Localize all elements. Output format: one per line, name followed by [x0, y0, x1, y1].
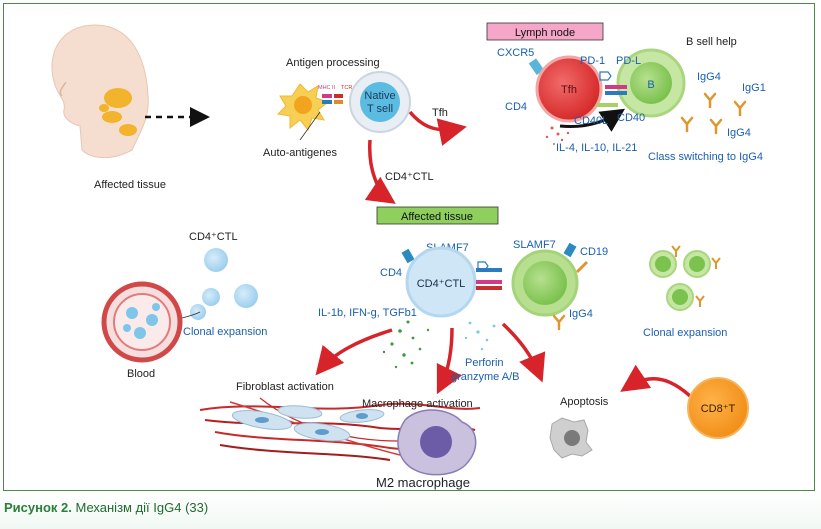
cd8-t-cell — [687, 377, 749, 439]
tfh-cell-label: Tfh — [561, 84, 577, 96]
antigen-processing-label: Antigen processing — [286, 57, 380, 69]
caption-text: Механізм дії IgG4 (33) — [71, 500, 209, 515]
auto-antigenes-label: Auto-antigenes — [263, 147, 337, 159]
blood-vessel-icon — [101, 281, 183, 363]
figure-caption: Рисунок 2. Механізм дії IgG4 (33) — [4, 500, 208, 515]
arrow-to-apoptosis — [501, 322, 546, 383]
igg4-mid-antibody-icon — [552, 314, 566, 331]
head-illustration — [51, 24, 149, 158]
affected-tissue-banner-label: Affected tissue — [401, 211, 473, 223]
cd4-top-label: CD4 — [505, 101, 527, 113]
m2-macrophage-label: M2 macrophage — [376, 475, 470, 490]
native-t-cell: Native T sell — [349, 71, 411, 133]
cxcr5-label: CXCR5 — [497, 47, 534, 59]
cd8-t-cell-label: CD8⁺T — [701, 403, 736, 415]
cd40-label: CD40 — [617, 112, 645, 124]
clonal-expansion-left-label: Clonal expansion — [183, 326, 267, 338]
tcr-label: TCR — [341, 85, 352, 91]
cd4ctl-arrow-label: CD4⁺CTL — [385, 171, 434, 183]
igg4-label-b: IgG4 — [727, 127, 751, 139]
tfh-cell — [535, 55, 603, 123]
cd19-label: CD19 — [580, 246, 608, 258]
cd40l-label: CD40L — [574, 115, 608, 127]
apoptotic-cell-icon — [549, 417, 593, 459]
apoptosis-label: Apoptosis — [560, 396, 609, 408]
b-cell-help-label: B sell help — [686, 36, 737, 48]
receptor-marks — [401, 242, 589, 274]
fibroblast-activation-label: Fibroblast activation — [236, 381, 334, 393]
cd4ctl-cell — [405, 246, 477, 318]
affected-tissue-label: Affected tissue — [94, 179, 166, 191]
pdl-label: PD-L — [616, 55, 641, 67]
pd1-label: PD-1 — [580, 55, 605, 67]
arrow-to-fibroblast — [315, 328, 393, 376]
cd4ctl-blood-label: CD4⁺CTL — [189, 231, 238, 243]
igg1-label: IgG1 — [742, 82, 766, 94]
arrow-cd8-to-apoptosis — [620, 364, 692, 398]
interleukins-label: IL-4, IL-10, IL-21 — [556, 142, 637, 154]
cytokine-dots — [545, 126, 570, 145]
salivary-gland-icon — [104, 88, 132, 108]
tfh-arrow-label: Tfh — [432, 107, 448, 119]
lymph-node-banner — [486, 22, 604, 41]
ctl-clones — [190, 248, 258, 320]
cytokines-label: IL-1b, IFN-g, TGFb1 — [318, 307, 417, 319]
slamf7-label-b: SLAMF7 — [513, 239, 556, 251]
macrophage-activation-label: Macrophage activation — [362, 398, 473, 410]
perforin-line1: Perforin — [465, 357, 504, 369]
igg4-label-a: IgG4 — [697, 71, 721, 83]
perforin-line2: granzyme A/B — [451, 371, 519, 383]
arrow-to-ctl — [364, 139, 396, 204]
clonal-expansion-right-label: Clonal expansion — [643, 327, 727, 339]
synapse-receptors — [476, 261, 502, 290]
blood-label: Blood — [127, 368, 155, 380]
tcr-receptor — [334, 94, 343, 98]
lymph-node-label: Lymph node — [515, 27, 575, 39]
cd4ctl-cell-label: CD4⁺CTL — [417, 278, 466, 290]
cytokine-spray — [382, 320, 496, 369]
b-cell-clones — [649, 245, 721, 311]
caption-lead: Рисунок 2. — [4, 500, 72, 515]
cxcr5-receptor-icon — [528, 58, 545, 76]
b-cell-label: B — [647, 79, 654, 91]
antibody-icons — [680, 92, 747, 135]
mhc-receptor — [322, 94, 332, 98]
cd4-mid-label: CD4 — [380, 267, 402, 279]
class-switching-label: Class switching to IgG4 — [648, 151, 763, 163]
arrow-to-macrophage — [436, 327, 462, 395]
native-t-cell-line1: Native — [364, 90, 395, 102]
mhc-label: MHC II — [318, 85, 336, 91]
macrophage-icon — [397, 409, 477, 476]
affected-tissue-banner — [376, 206, 499, 225]
arrow-to-tfh — [408, 110, 467, 146]
igg4-mid-label: IgG4 — [569, 308, 593, 320]
native-t-cell-line2: T sell — [367, 103, 393, 115]
